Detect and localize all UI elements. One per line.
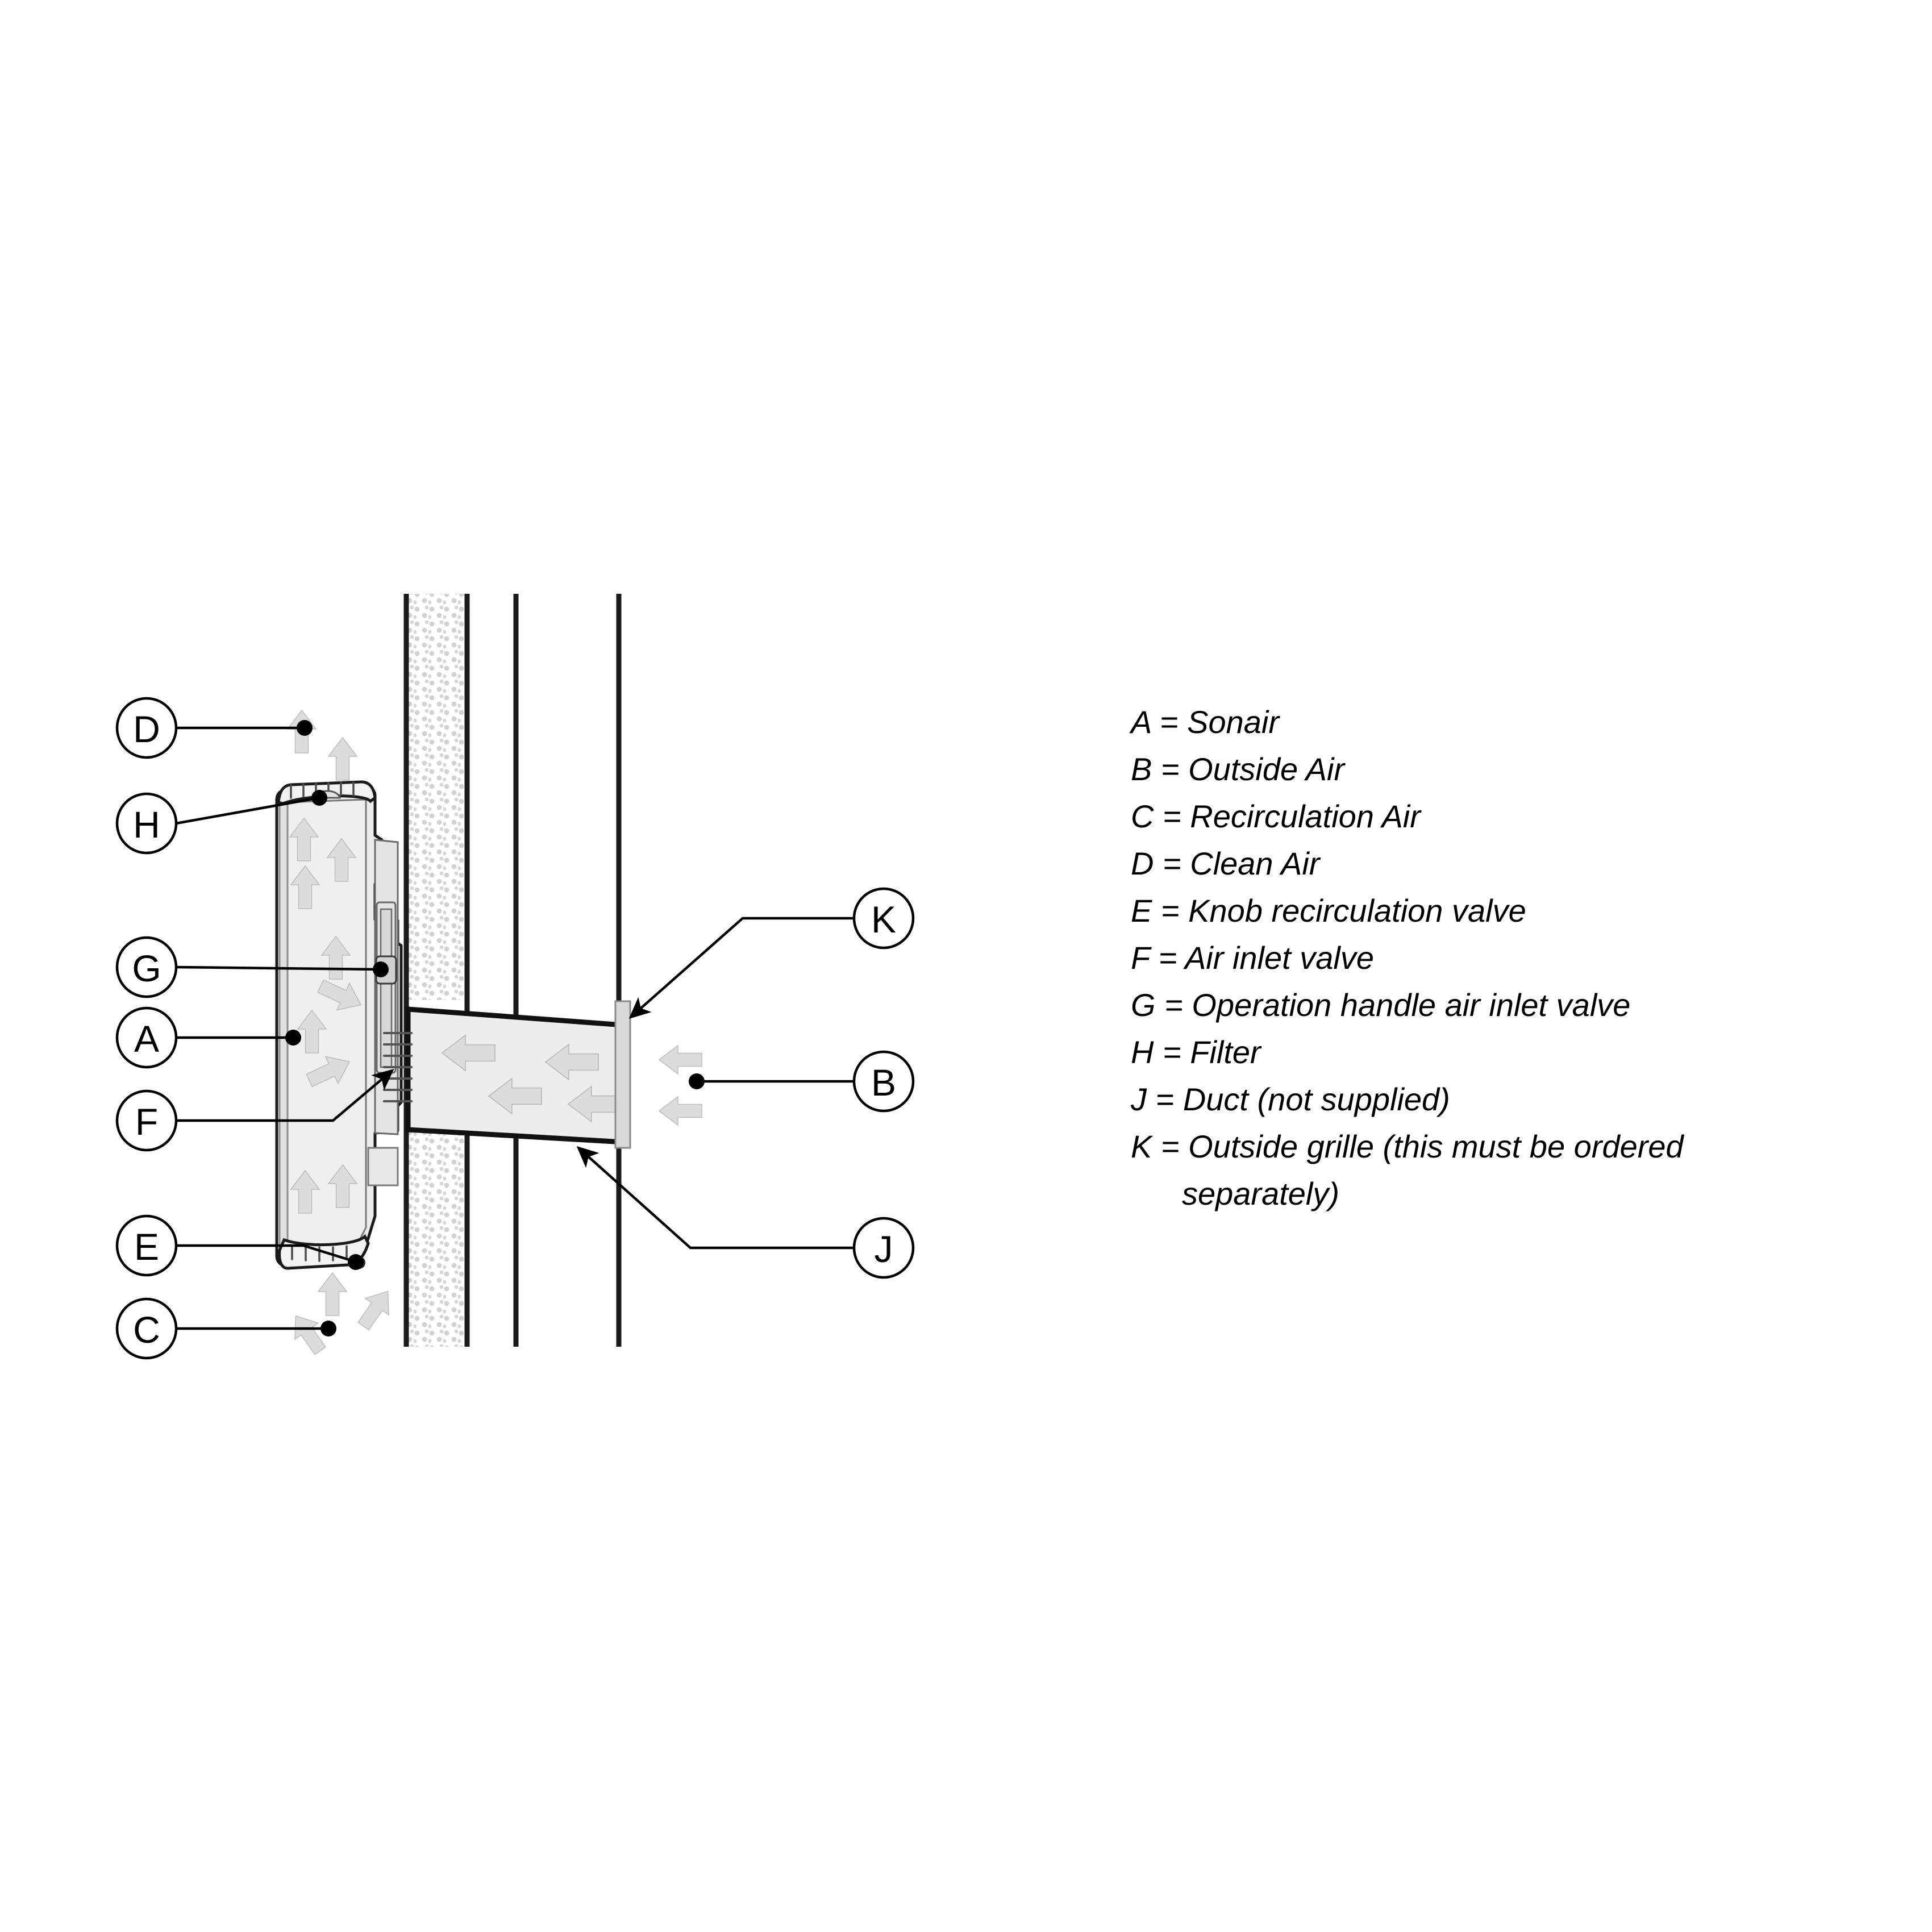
recirculation-air-arrows	[284, 1272, 400, 1360]
legend-line-K-cont: separately)	[1182, 1176, 1339, 1211]
unit-left-edge-strip	[278, 801, 289, 1259]
leader-E	[176, 1244, 355, 1263]
callout-label-F: F	[135, 1101, 158, 1143]
leader-dot-H	[311, 790, 327, 806]
callout-circle-C	[115, 1297, 178, 1360]
leader-dot-B	[689, 1073, 705, 1089]
callout-label-J: J	[875, 1228, 893, 1270]
callout-circle-E	[115, 1214, 178, 1277]
leader-dot-D	[297, 720, 313, 736]
callout-circle-G	[115, 936, 178, 998]
leader-G	[176, 965, 381, 971]
callout-J[interactable]: J	[852, 1217, 915, 1279]
leader-H	[176, 796, 320, 825]
callout-circle-K	[852, 887, 915, 950]
callout-label-B: B	[871, 1061, 896, 1104]
legend-line-G: G = Operation handle air inlet valve	[1131, 987, 1630, 1023]
callout-label-E: E	[134, 1226, 159, 1268]
callout-label-C: C	[133, 1309, 160, 1351]
leader-J	[576, 1146, 854, 1250]
legend-line-A: A = Sonair	[1129, 704, 1280, 740]
leader-F	[176, 1069, 394, 1122]
wall-assembly	[403, 594, 622, 1347]
duct	[405, 1006, 627, 1145]
callout-circle-J	[852, 1217, 915, 1279]
callout-label-D: D	[133, 708, 160, 750]
callout-B[interactable]: B	[852, 1050, 915, 1113]
callout-A[interactable]: A	[115, 1006, 178, 1069]
callout-bubbles: D H G A F E C K	[115, 697, 915, 1360]
leader-dot-C	[320, 1321, 336, 1336]
callout-circle-D	[115, 697, 178, 759]
callout-F[interactable]: F	[115, 1089, 178, 1152]
callout-circle-B	[852, 1050, 915, 1113]
callout-circle-F	[115, 1089, 178, 1152]
legend-line-J: J = Duct (not supplied)	[1130, 1081, 1450, 1117]
callout-circle-H	[115, 792, 178, 855]
legend-line-C: C = Recirculation Air	[1131, 798, 1422, 834]
callout-H[interactable]: H	[115, 792, 178, 855]
clean-air-arrows	[287, 710, 357, 781]
legend: A = Sonair B = Outside Air C = Recircula…	[1129, 704, 1685, 1211]
callout-E[interactable]: E	[115, 1214, 178, 1277]
leader-dot-G	[373, 961, 389, 977]
callout-C[interactable]: C	[115, 1297, 178, 1360]
outside-grille	[614, 1000, 631, 1149]
callout-G[interactable]: G	[115, 936, 178, 998]
air-inlet-valve-louvers	[383, 1032, 413, 1102]
legend-line-D: D = Clean Air	[1131, 846, 1321, 881]
operation-handle	[375, 901, 397, 1074]
leader-dot-E	[348, 1254, 364, 1270]
callout-label-H: H	[133, 803, 160, 846]
legend-line-B: B = Outside Air	[1131, 751, 1346, 787]
leader-lines	[176, 720, 854, 1336]
legend-line-K: K = Outside grille (this must be ordered	[1131, 1129, 1685, 1164]
outside-grille-bar	[614, 1000, 631, 1149]
legend-line-E: E = Knob recirculation valve	[1131, 893, 1526, 928]
leader-dot-A	[285, 1030, 301, 1046]
sonair-unit	[275, 780, 413, 1270]
leader-K	[628, 917, 854, 1019]
legend-line-H: H = Filter	[1131, 1034, 1262, 1070]
legend-line-F: F = Air inlet valve	[1131, 940, 1374, 976]
callout-label-K: K	[871, 898, 896, 940]
callout-circle-A	[115, 1006, 178, 1069]
callout-label-A: A	[134, 1018, 159, 1060]
callout-label-G: G	[132, 947, 161, 989]
wall-insulation-band	[409, 594, 465, 1347]
callout-D[interactable]: D	[115, 697, 178, 759]
unit-lower-recess	[367, 1147, 399, 1186]
callout-K[interactable]: K	[852, 887, 915, 950]
